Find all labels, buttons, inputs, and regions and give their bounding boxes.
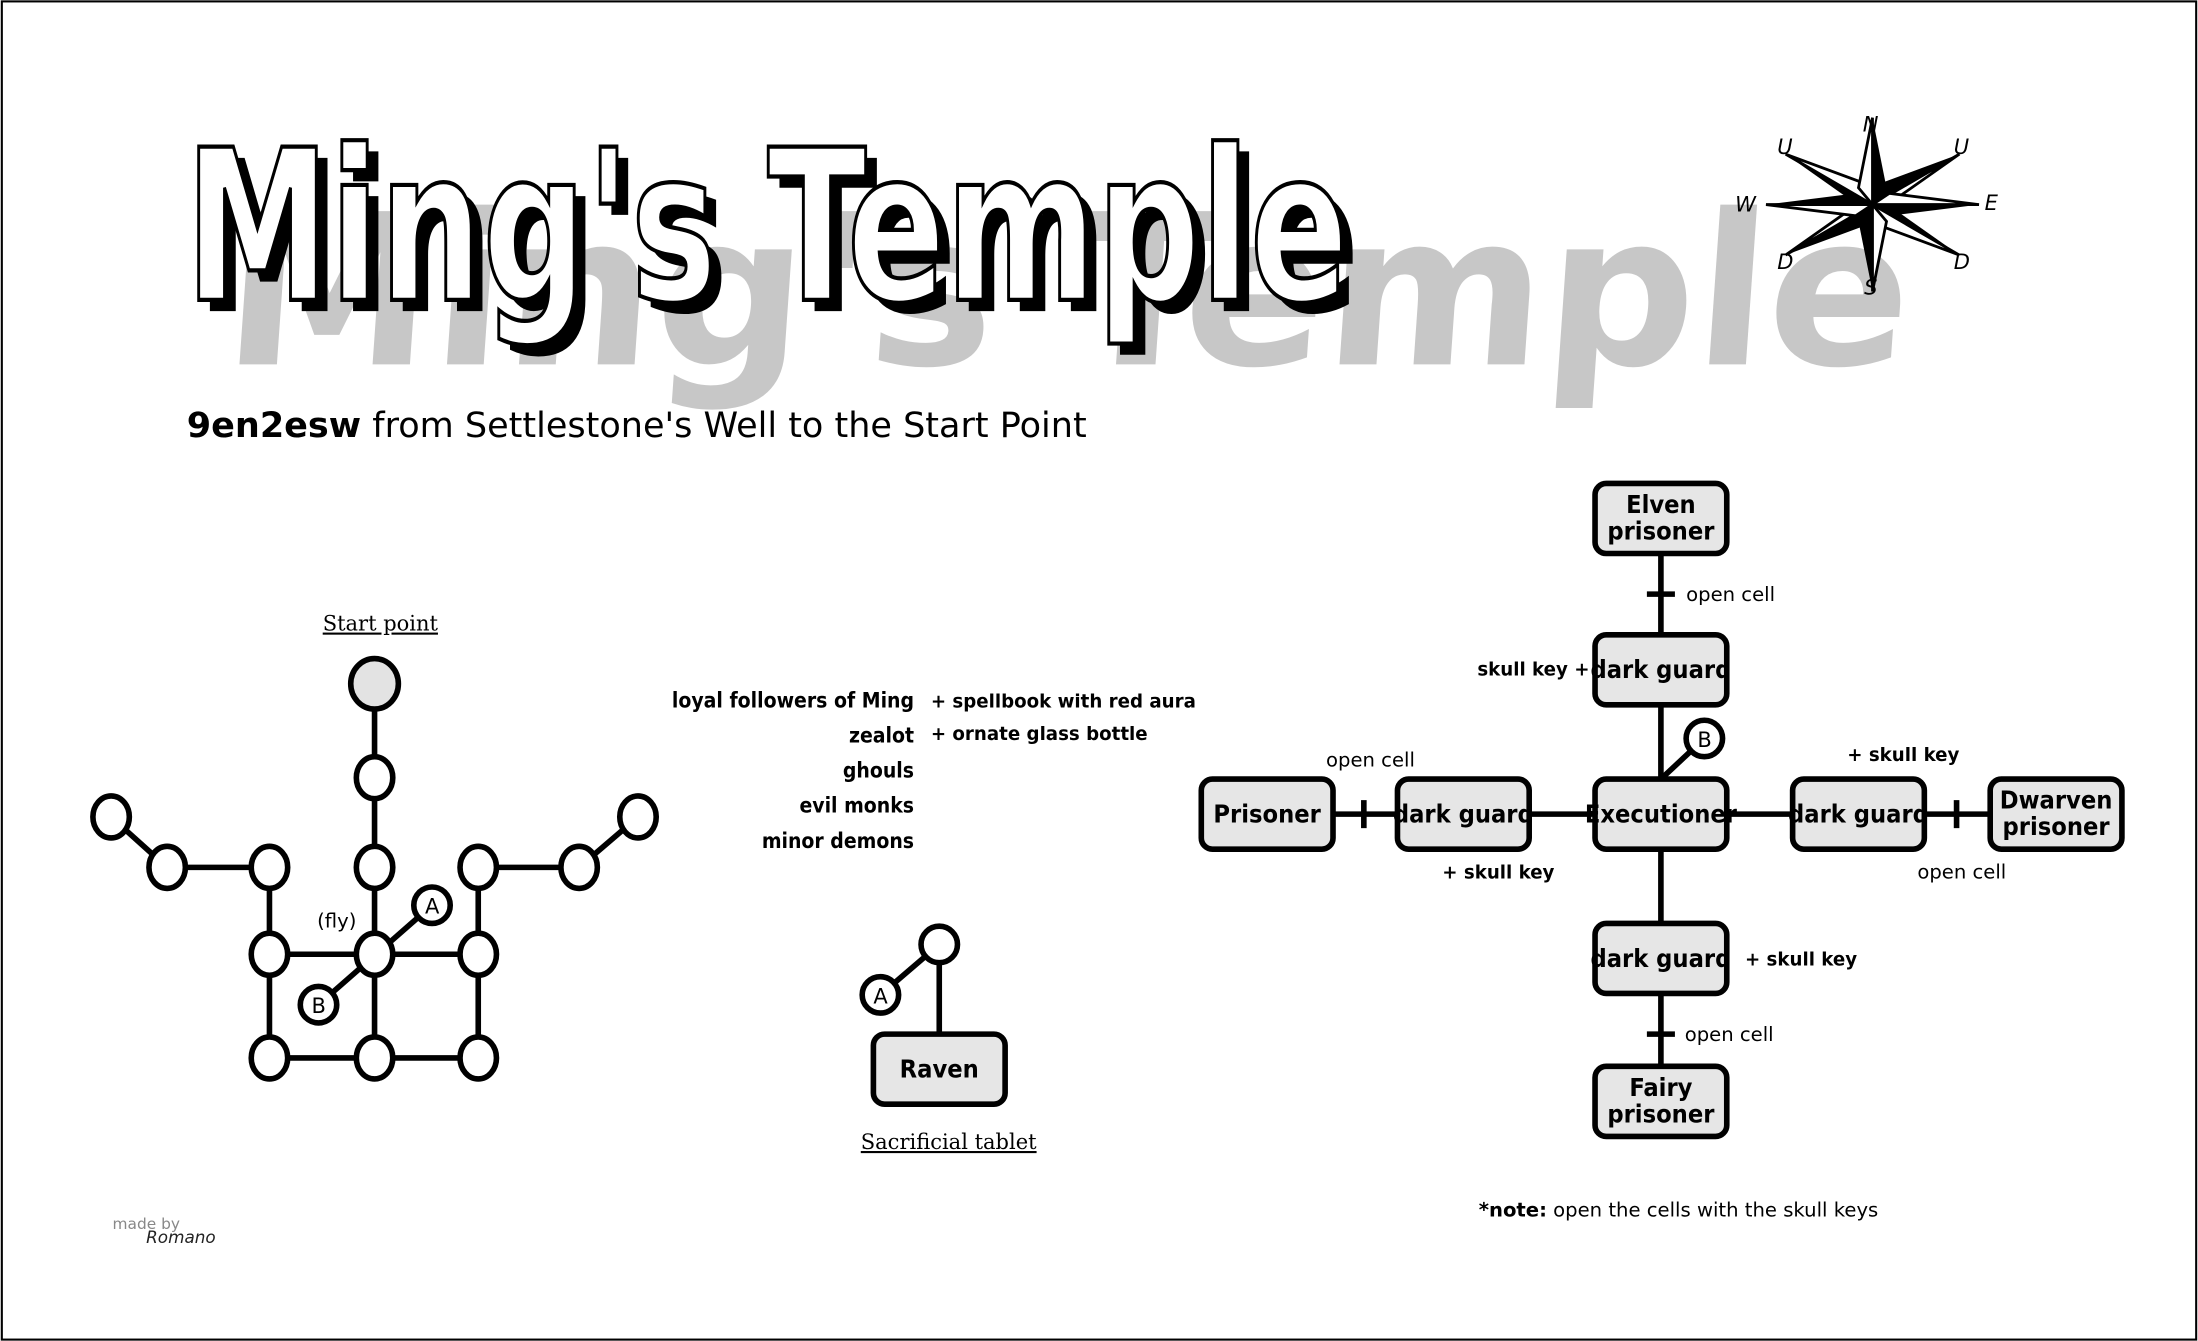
start-map: Start point A B (fly): [90, 611, 660, 1082]
portal-b-node[interactable]: [297, 983, 340, 1026]
enemy-name: zealot: [849, 723, 914, 748]
directions-code: 9en2esw: [187, 405, 361, 446]
room-node[interactable]: [248, 930, 291, 979]
skull-key-drop: + skull key: [1442, 863, 1554, 884]
room-node[interactable]: [616, 793, 660, 841]
fly-label: (fly): [317, 910, 356, 933]
room-node[interactable]: [918, 923, 961, 966]
portal-a-node[interactable]: [859, 973, 902, 1016]
elven-prisoner-label: Elven: [1626, 490, 1696, 519]
skull-key-drop: + skull key: [1847, 745, 1959, 766]
room-node[interactable]: [353, 753, 396, 802]
west-dark-guard-box[interactable]: [1394, 776, 1532, 852]
dark-guard-label: dark guard: [1788, 800, 1929, 829]
compass-east: E: [1985, 190, 1999, 215]
raven-label: Raven: [900, 1055, 979, 1084]
dark-guard-label: dark guard: [1590, 944, 1731, 973]
compass-cardinal-points: [1765, 117, 1980, 292]
east-dark-guard-box[interactable]: [1789, 776, 1928, 852]
portal-b-node[interactable]: [1683, 717, 1726, 760]
portal-a-node[interactable]: [410, 884, 454, 927]
dwarven-prisoner-box[interactable]: [1987, 776, 2125, 852]
skull-key-drop: + skull key: [1745, 949, 1857, 970]
note-prefix: *note:: [1479, 1198, 1547, 1221]
fly-room-node[interactable]: [353, 930, 396, 979]
fairy-prisoner-box[interactable]: [1592, 1063, 1730, 1140]
room-node[interactable]: [353, 843, 396, 892]
skull-key-drop: skull key +: [1477, 659, 1589, 680]
door-label: open cell: [1685, 1023, 1774, 1046]
room-node[interactable]: [457, 1034, 500, 1082]
enemy-name: evil monks: [799, 793, 914, 818]
prisoner-box[interactable]: [1198, 776, 1336, 852]
compass-west: W: [1735, 192, 1757, 217]
compass-rose-icon: N S E W U U D D: [1735, 112, 1998, 300]
room-node[interactable]: [457, 843, 500, 892]
compass-diagonal-points: [1784, 152, 1961, 257]
compass-south: S: [1864, 274, 1877, 299]
prisoner-label: Prisoner: [1213, 800, 1321, 829]
dwarven-prisoner-label: prisoner: [2003, 812, 2111, 841]
fairy-prisoner-label: prisoner: [1607, 1099, 1715, 1128]
prison-map: Elven prisoner open cell dark guard skul…: [1198, 480, 2125, 1140]
dark-guard-label: dark guard: [1393, 800, 1534, 829]
enemy-name: ghouls: [843, 758, 914, 783]
title-shadow: Ming's Temple: [217, 170, 1920, 415]
enemy-name: loyal followers of Ming: [672, 688, 914, 713]
note-text: open the cells with the skull keys: [1547, 1198, 1878, 1221]
room-node[interactable]: [146, 843, 189, 892]
loot-item: + spellbook with red aura: [931, 692, 1196, 713]
elven-prisoner-box[interactable]: [1592, 480, 1730, 557]
compass-down-right: D: [1954, 249, 1970, 274]
door-label: open cell: [1917, 861, 2006, 884]
credit-author: Romano: [146, 1227, 216, 1247]
portal-a-label: A: [425, 894, 440, 919]
loot-item: + ornate glass bottle: [931, 724, 1148, 745]
portal-b-label: B: [311, 993, 325, 1018]
dark-guard-label: dark guard: [1590, 655, 1731, 684]
compass-up-left: U: [1777, 134, 1792, 159]
enemy-list: loyal followers of Ming zealot ghouls ev…: [672, 688, 1196, 853]
room-node[interactable]: [353, 1034, 396, 1082]
sacrificial-tablet-label: Sacrificial tablet: [861, 1129, 1037, 1154]
portal-a-label: A: [873, 983, 888, 1008]
room-node[interactable]: [248, 1034, 291, 1082]
start-node[interactable]: [347, 655, 402, 712]
start-point-label: Start point: [323, 611, 439, 636]
raven-box[interactable]: [870, 1031, 1008, 1107]
north-dark-guard-box[interactable]: [1592, 631, 1730, 708]
room-node[interactable]: [248, 843, 291, 892]
south-dark-guard-box[interactable]: [1592, 920, 1730, 997]
skull-key-note: *note: open the cells with the skull key…: [1479, 1198, 1879, 1221]
compass-up-right: U: [1954, 134, 1969, 159]
title-text: Ming's Temple: [185, 105, 1348, 350]
fairy-prisoner-label: Fairy: [1629, 1073, 1692, 1102]
room-node[interactable]: [457, 930, 500, 979]
room-node[interactable]: [90, 793, 133, 841]
compass-down-left: D: [1777, 249, 1793, 274]
title-outline: Ming's Temple: [197, 116, 1360, 361]
executioner-label: Executioner: [1585, 800, 1738, 829]
title: Ming's Temple Ming's Temple Ming's Templ…: [183, 103, 1920, 415]
door-label: open cell: [1326, 748, 1415, 771]
compass-north: N: [1863, 112, 1879, 137]
portal-b-label: B: [1697, 727, 1711, 752]
door-label: open cell: [1686, 583, 1775, 606]
directions-subtitle: 9en2esw from Settlestone's Well to the S…: [187, 405, 1087, 446]
enemy-name: minor demons: [762, 828, 914, 853]
credit-made-by: made by: [113, 1215, 181, 1233]
tablet-map: A Raven Sacrificial tablet: [859, 923, 1037, 1154]
directions-text: from Settlestone's Well to the Start Poi…: [361, 405, 1087, 446]
elven-prisoner-label: prisoner: [1607, 516, 1715, 545]
dwarven-prisoner-label: Dwarven: [2000, 786, 2113, 815]
room-node[interactable]: [558, 843, 601, 892]
executioner-box[interactable]: [1592, 776, 1730, 852]
